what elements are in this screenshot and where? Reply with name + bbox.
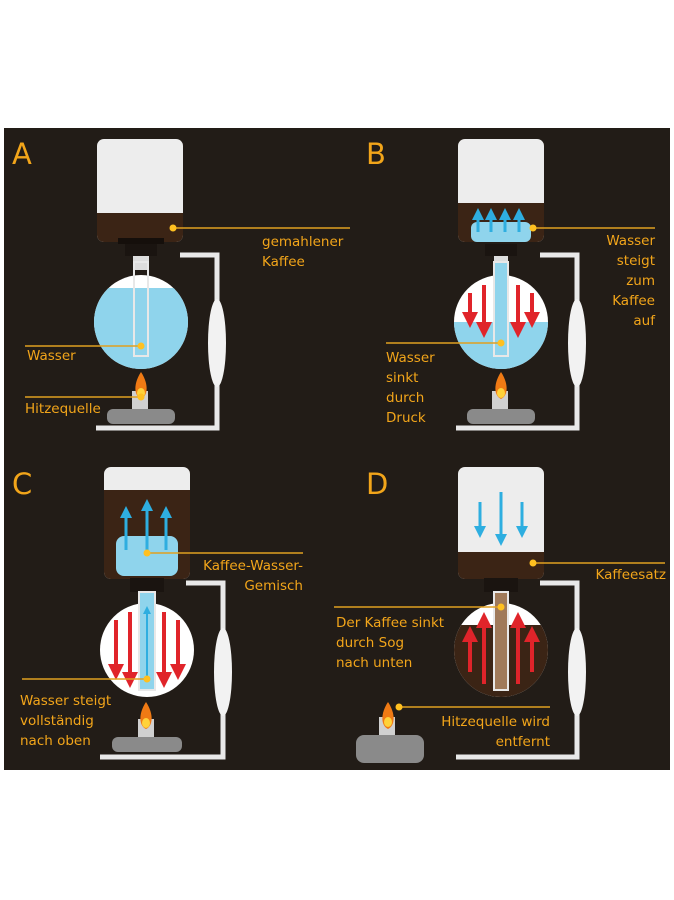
panel-c: C Kaffee-Wasser- Gemisch Wasser st bbox=[12, 467, 303, 760]
panel-b: B Wasser steigt zum bbox=[366, 137, 656, 431]
label-heat-removed-2: entfernt bbox=[496, 734, 550, 750]
label-heat-source: Hitzequelle bbox=[25, 401, 101, 417]
label-water-sinks-3: durch bbox=[386, 390, 424, 406]
label-water-up-1: Wasser steigt bbox=[20, 693, 111, 709]
svg-text:durch Sog: durch Sog bbox=[336, 635, 404, 651]
svg-text:nach oben: nach oben bbox=[20, 733, 91, 749]
label-water-rises-3: zum bbox=[626, 273, 655, 289]
svg-text:Wasser steigt: Wasser steigt bbox=[20, 693, 111, 709]
panel-d: D Kaffeesatz Der Kaffee sinkt bbox=[334, 467, 666, 763]
svg-text:nach unten: nach unten bbox=[336, 655, 412, 671]
blue-arrows-d bbox=[474, 492, 528, 546]
panel-c-letter: C bbox=[12, 467, 32, 501]
label-water-a: Wasser bbox=[27, 348, 76, 364]
svg-text:auf: auf bbox=[633, 313, 656, 329]
svg-text:Wasser: Wasser bbox=[386, 350, 435, 366]
svg-text:Kaffeesatz: Kaffeesatz bbox=[596, 567, 667, 583]
label-grounds: Kaffeesatz bbox=[596, 567, 667, 583]
red-arrows-c bbox=[108, 612, 186, 688]
svg-text:Hitzequelle: Hitzequelle bbox=[25, 401, 101, 417]
label-water-rises-1: Wasser bbox=[606, 233, 655, 249]
water-rising-b bbox=[471, 222, 531, 242]
svg-text:steigt: steigt bbox=[617, 253, 655, 269]
label-water-sinks-4: Druck bbox=[386, 410, 426, 426]
panel-b-letter: B bbox=[366, 137, 386, 171]
svg-text:zum: zum bbox=[626, 273, 655, 289]
burner-c bbox=[112, 737, 182, 752]
label-ground-coffee-1: gemahlener bbox=[262, 234, 344, 250]
svg-text:vollständig: vollständig bbox=[20, 713, 94, 729]
panel-d-letter: D bbox=[366, 467, 388, 501]
panel-a-letter: A bbox=[12, 137, 32, 171]
burner-b bbox=[467, 409, 535, 424]
svg-text:Kaffee-Wasser-: Kaffee-Wasser- bbox=[203, 558, 303, 574]
label-coffee-sinks-2: durch Sog bbox=[336, 635, 404, 651]
stand-handle-c bbox=[214, 628, 232, 716]
label-water-rises-5: auf bbox=[633, 313, 656, 329]
label-water-up-2: vollständig bbox=[20, 713, 94, 729]
coffee-grounds-d bbox=[458, 552, 544, 579]
svg-text:gemahlener: gemahlener bbox=[262, 234, 344, 250]
label-water-rises-4: Kaffee bbox=[612, 293, 655, 309]
svg-text:Gemisch: Gemisch bbox=[244, 578, 303, 594]
svg-text:Hitzequelle wird: Hitzequelle wird bbox=[441, 714, 550, 730]
label-coffee-sinks-1: Der Kaffee sinkt bbox=[336, 615, 444, 631]
burner-a bbox=[107, 409, 175, 424]
svg-text:Wasser: Wasser bbox=[27, 348, 76, 364]
blue-arrows-c bbox=[120, 499, 172, 550]
red-arrows-d bbox=[462, 612, 540, 684]
label-coffee-sinks-3: nach unten bbox=[336, 655, 412, 671]
coffee-grounds-a bbox=[97, 213, 183, 242]
label-ground-coffee-2: Kaffee bbox=[262, 254, 305, 270]
label-water-sinks-1: Wasser bbox=[386, 350, 435, 366]
svg-text:durch: durch bbox=[386, 390, 424, 406]
blue-arrows-b bbox=[472, 208, 525, 232]
stand-handle-a bbox=[208, 299, 226, 387]
svg-text:Wasser: Wasser bbox=[606, 233, 655, 249]
svg-text:Der Kaffee sinkt: Der Kaffee sinkt bbox=[336, 615, 444, 631]
svg-text:Kaffee: Kaffee bbox=[262, 254, 305, 270]
svg-text:entfernt: entfernt bbox=[496, 734, 550, 750]
svg-text:sinkt: sinkt bbox=[386, 370, 418, 386]
label-heat-removed-1: Hitzequelle wird bbox=[441, 714, 550, 730]
label-mix-2: Gemisch bbox=[244, 578, 303, 594]
stand-handle-b bbox=[568, 299, 586, 387]
label-water-up-3: nach oben bbox=[20, 733, 91, 749]
label-water-rises-2: steigt bbox=[617, 253, 655, 269]
svg-text:Kaffee: Kaffee bbox=[612, 293, 655, 309]
red-arrows-b bbox=[462, 285, 540, 338]
burner-d bbox=[356, 735, 424, 763]
stand-handle-d bbox=[568, 628, 586, 716]
svg-text:Druck: Druck bbox=[386, 410, 426, 426]
label-water-sinks-2: sinkt bbox=[386, 370, 418, 386]
panel-a: A gemahlener Kaffee Wasser Hitzequelle bbox=[12, 137, 350, 431]
label-mix-1: Kaffee-Wasser- bbox=[203, 558, 303, 574]
